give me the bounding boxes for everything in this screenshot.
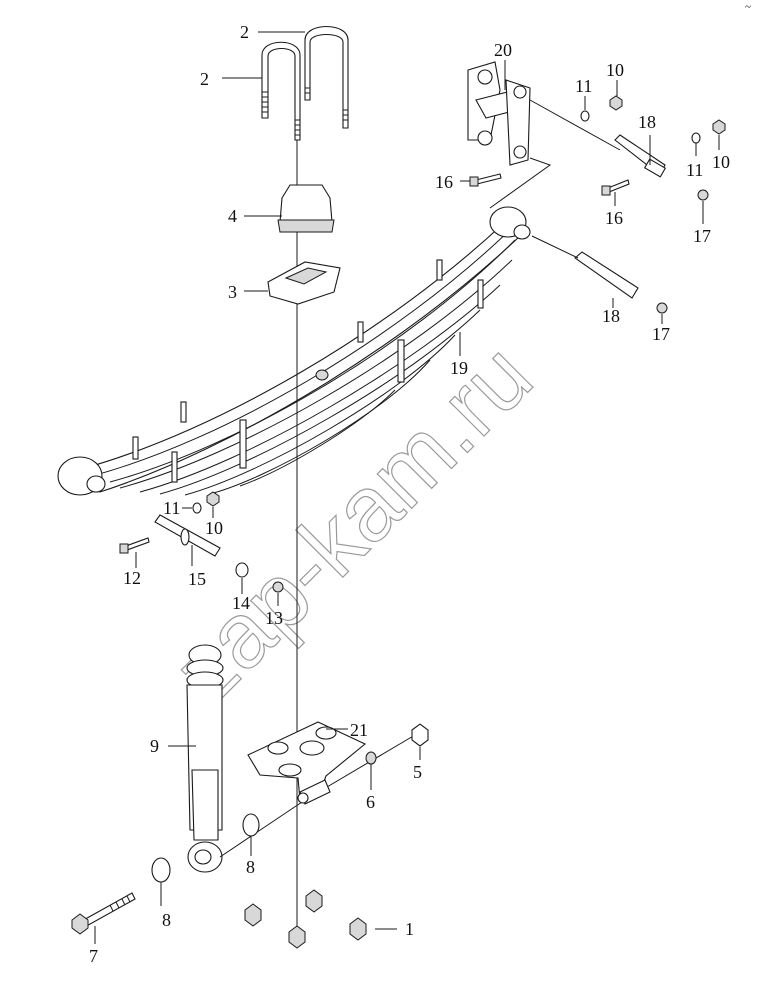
callout-3: 3 [228, 282, 237, 302]
washer-11-a [580, 110, 590, 122]
callout-18-upper: 18 [638, 112, 656, 132]
callout-1: 1 [405, 919, 414, 939]
spring-pin-lower [531, 235, 639, 299]
spring-pad [267, 261, 341, 305]
grease-fitting-17-upper [697, 189, 709, 201]
callout-17-lower: 17 [652, 324, 670, 344]
callout-9: 9 [150, 736, 159, 756]
callout-8-lower: 8 [162, 910, 171, 930]
nut-5 [411, 723, 429, 747]
spring-pin-upper [614, 134, 667, 178]
callout-17-upper: 17 [693, 226, 711, 246]
mounting-bracket [247, 721, 367, 805]
callout-19: 19 [450, 358, 468, 378]
callout-5: 5 [413, 762, 422, 782]
nut-1-d [349, 917, 367, 941]
leader-lines [94, 31, 720, 944]
bolt-head-16-upper [469, 176, 479, 187]
washer-6 [365, 751, 377, 765]
nut-1-b [305, 889, 323, 913]
grease-fitting-17-lower [656, 302, 668, 314]
callout-10-right: 10 [712, 152, 730, 172]
shackle-bracket [467, 61, 621, 209]
u-bolts [261, 26, 349, 141]
callout-labels: 1 2 2 3 4 5 6 7 8 8 9 10 10 10 11 11 11 … [89, 22, 730, 966]
callout-4: 4 [228, 206, 237, 226]
callout-18-lower: 18 [602, 306, 620, 326]
corner-mark: ~ [745, 1, 751, 13]
callout-14: 14 [232, 593, 250, 613]
callout-7: 7 [89, 946, 98, 966]
callout-15: 15 [188, 569, 206, 589]
leaf-spring [57, 206, 531, 496]
bump-stop [277, 184, 335, 233]
washer-8-lower [151, 857, 171, 883]
grease-fitting-14 [235, 562, 249, 578]
callout-11-upper: 11 [575, 76, 592, 96]
nut-1-c [288, 925, 306, 949]
grease-fitting-13 [272, 581, 284, 593]
callout-2-top: 2 [240, 22, 249, 42]
bolt-16-upper [475, 173, 502, 185]
callout-16-upper: 16 [435, 172, 453, 192]
nut-1-a [244, 903, 262, 927]
bolt-head-16-right [601, 185, 611, 196]
bolt-head-12 [119, 543, 129, 554]
washer-8-upper [242, 813, 260, 837]
callout-12: 12 [123, 568, 141, 588]
nut-10-c [206, 491, 220, 507]
bolt-12 [125, 537, 150, 551]
callout-10-upper: 10 [606, 60, 624, 80]
washer-11-b [691, 132, 701, 144]
callout-11-lower: 11 [163, 498, 180, 518]
spring-pin-rear [154, 514, 221, 557]
callout-6: 6 [366, 792, 375, 812]
long-bolt-7 [71, 892, 136, 935]
callout-8-upper: 8 [246, 857, 255, 877]
callout-2-left: 2 [200, 69, 209, 89]
callout-10-lower: 10 [205, 518, 223, 538]
nut-10-b [712, 119, 726, 135]
bolt-16-right [607, 179, 630, 193]
washer-11-c [192, 502, 202, 514]
callout-20: 20 [494, 40, 512, 60]
callout-13: 13 [265, 608, 283, 628]
shock-absorber [186, 644, 416, 873]
callout-21: 21 [350, 720, 368, 740]
callout-16-right: 16 [605, 208, 623, 228]
callout-11-right: 11 [686, 160, 703, 180]
nut-10-a [609, 95, 623, 111]
